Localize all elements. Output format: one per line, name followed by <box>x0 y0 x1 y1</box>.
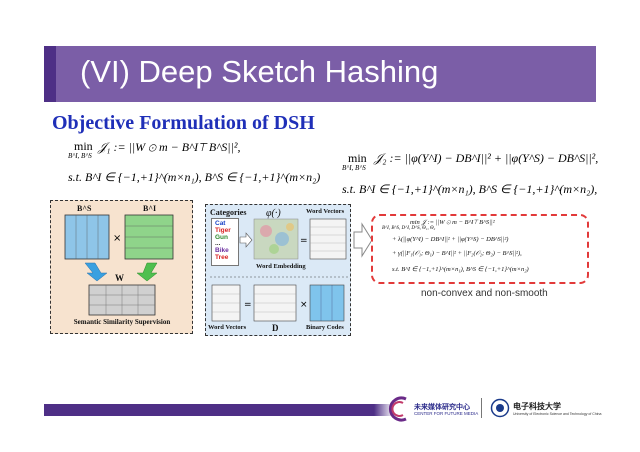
j1-constraint: s.t. B^I ∈ {−1,+1}^(m×n₁), B^S ∈ {−1,+1}… <box>68 170 321 184</box>
j2-min: min <box>348 151 367 165</box>
semantic-similarity-panel: B^S B^I × W Semantic Simi <box>50 200 193 334</box>
university-emblem-icon <box>490 398 510 418</box>
combined-line1-subscript: B^I, B^S, D^I, D^S, Θ₁, Θ₂ <box>382 226 436 231</box>
footer-bar <box>44 404 374 416</box>
category-tiger: Tiger <box>215 227 231 234</box>
svg-text:×: × <box>113 233 121 244</box>
j2-equation: 𝒥₂ := ||φ(Y^I) − DB^I||² + ||φ(Y^S) − DB… <box>374 151 599 165</box>
svg-text:=: = <box>244 300 252 310</box>
word-vectors-label: Word Vectors <box>306 208 345 215</box>
j2-constraint: s.t. B^I ∈ {−1,+1}^(m×n₁), B^S ∈ {−1,+1}… <box>342 182 598 196</box>
phi-label: φ(·) <box>266 208 281 219</box>
future-media-logo-icon <box>388 396 407 422</box>
binary-codes-label: Binary Codes <box>306 324 344 331</box>
svg-text:=: = <box>300 236 308 246</box>
j1-subscript: B^I, B^S <box>68 152 92 160</box>
categories-box: Cat Tiger Gun ... Bike Tree <box>211 218 239 266</box>
category-tree: Tree <box>215 254 229 261</box>
j2-subscript: B^I, B^S <box>342 164 366 172</box>
d-label: D <box>272 323 279 333</box>
lab-name-en: CENTER FOR FUTURE MEDIA <box>414 411 479 416</box>
combined-line3: + γ(||F₁(𝒪₁; Θ₁) − B^I||² + ||F₂(𝒪₂; Θ₂)… <box>392 250 522 257</box>
embedding-diagram: = = × <box>210 218 348 322</box>
word-vectors-bottom-label: Word Vectors <box>208 324 247 331</box>
university-name-en: University of Electronic Science and Tec… <box>513 412 602 416</box>
category-gun: Gun <box>215 234 228 241</box>
slide-subtitle: Objective Formulation of DSH <box>52 112 315 134</box>
combined-line1: min 𝒥 := ||W ⊙ m − B^I⊤ B^S||² <box>410 219 495 226</box>
word-embedding-panel: Categories Cat Tiger Gun ... Bike Tree φ… <box>205 204 351 336</box>
footer-divider <box>481 398 482 418</box>
j1-min: min <box>74 139 93 153</box>
footer-fade <box>374 404 394 416</box>
title-accent <box>44 46 56 102</box>
right-arrow-icon <box>353 222 373 258</box>
similarity-diagram: × <box>64 214 174 316</box>
university-name-cn: 电子科技大学 <box>513 401 561 411</box>
combined-objective-box <box>371 214 589 284</box>
combined-line2: + λ(||φ(Y^I) − DB^I||² + ||φ(Y^S) − DB^S… <box>392 236 509 243</box>
title-bar <box>44 46 596 102</box>
w-label: W <box>115 273 124 283</box>
categories-label: Categories <box>210 208 247 217</box>
category-cat: Cat <box>215 220 226 227</box>
svg-text:×: × <box>300 300 308 310</box>
bi-label: B^I <box>143 204 157 213</box>
category-ellipsis: ... <box>215 240 221 247</box>
category-bike: Bike <box>215 247 229 254</box>
slide-title: (VI) Deep Sketch Hashing <box>80 54 439 89</box>
lab-name-cn: 未来媒体研究中心 <box>414 404 470 411</box>
bs-label: B^S <box>77 204 92 213</box>
panel-a-caption: Semantic Similarity Supervision <box>73 318 171 326</box>
combined-line4: s.t. B^I ∈ {−1,+1}^(m×n₁), B^S ∈ {−1,+1}… <box>392 266 529 273</box>
word-embedding-label: Word Embedding <box>256 263 306 270</box>
non-convex-note: non-convex and non-smooth <box>421 288 548 299</box>
j1-equation: 𝒥₁ := ||W ⊙ m − B^I⊤ B^S||², <box>98 140 241 154</box>
